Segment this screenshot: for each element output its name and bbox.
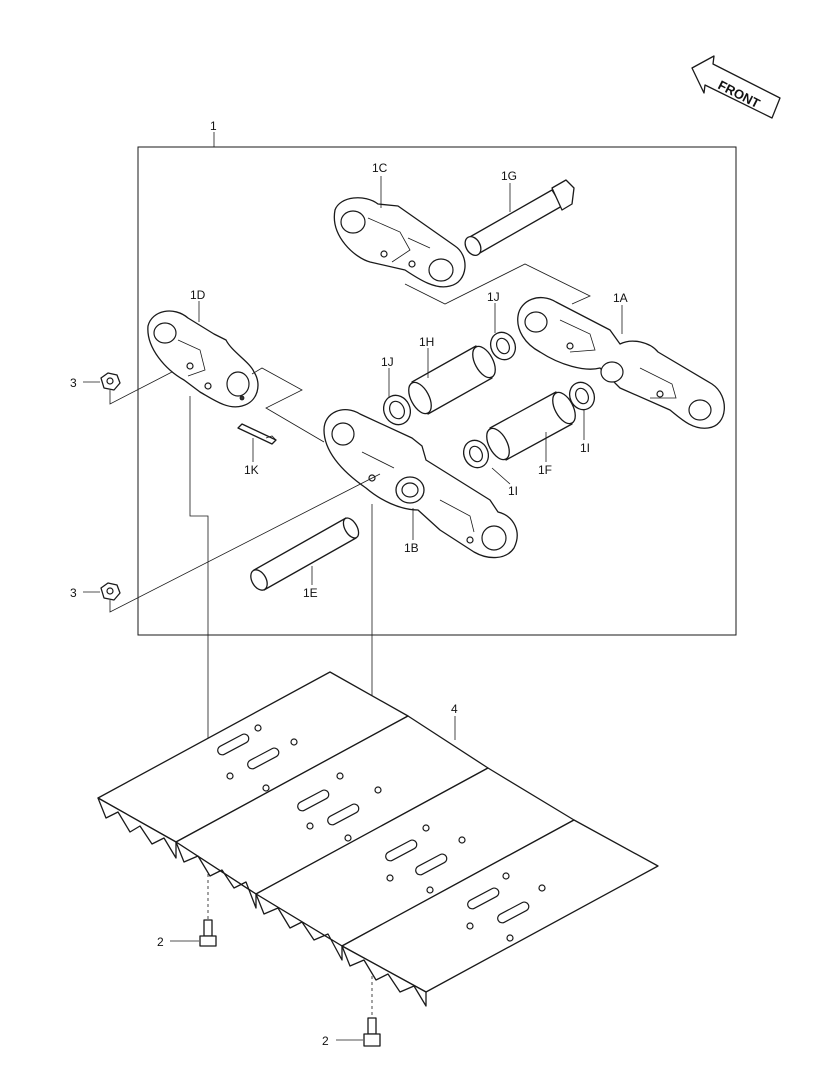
callout-1A: 1A [613, 291, 628, 305]
seal-1J-left [382, 394, 412, 426]
callout-3-lower: 3 [70, 586, 77, 600]
callout-1D: 1D [190, 288, 206, 302]
callout-1J-left: 1J [381, 355, 394, 369]
callout-3-upper: 3 [70, 376, 77, 390]
callout-1B: 1B [404, 541, 419, 555]
seal-1I-left [462, 439, 490, 469]
seal-1J-top [489, 331, 517, 361]
bracket-1D-1B [251, 367, 325, 443]
callout-1E: 1E [303, 586, 318, 600]
seal-1I-right [568, 381, 596, 411]
callout-1H: 1H [419, 335, 434, 349]
callout-1F: 1F [538, 463, 552, 477]
lock-1K [237, 423, 277, 445]
callout-1J-top: 1J [487, 290, 500, 304]
nut-3-lower [100, 582, 121, 601]
callout-1: 1 [210, 119, 217, 133]
assembly-frame [137, 146, 737, 636]
callout-1C: 1C [372, 161, 388, 175]
callout-1I-right: 1I [580, 441, 590, 455]
link-1C [333, 197, 466, 288]
track-shoes [97, 671, 659, 1007]
link-1B [323, 409, 518, 559]
callout-1K: 1K [244, 463, 259, 477]
nut-3-upper [100, 372, 121, 391]
bracket-1C-1A [404, 263, 591, 305]
bolt-2-upper [199, 919, 217, 947]
link-1D [147, 310, 259, 408]
front-direction-arrow: FRONT [691, 55, 781, 119]
pin-1E [250, 517, 360, 591]
bushing-1H [408, 345, 496, 415]
callout-1I-left: 1I [508, 484, 518, 498]
callout-2-upper: 2 [157, 935, 164, 949]
link-1A [517, 297, 725, 429]
callout-2-lower: 2 [322, 1034, 329, 1048]
bushing-1F [486, 391, 576, 461]
callout-1G: 1G [501, 169, 517, 183]
callout-4: 4 [451, 702, 458, 716]
pin-1G [464, 179, 575, 256]
bolt-2-lower [363, 1017, 381, 1047]
